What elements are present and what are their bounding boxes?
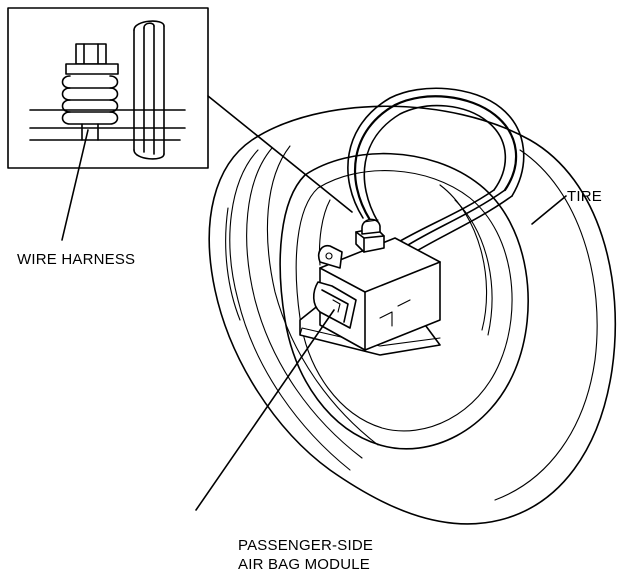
tire-label: TIRE: [567, 188, 602, 205]
tire-leader: [531, 195, 567, 225]
module-label-line1: PASSENGER-SIDE: [238, 537, 374, 554]
detail-inset: [7, 7, 353, 241]
wire-harness-label: WIRE HARNESS: [17, 251, 136, 268]
wire-strap: [347, 87, 525, 259]
module-leader: [195, 309, 335, 511]
airbag-module: [299, 218, 441, 356]
module-label-line2: AIR BAG MODULE: [238, 556, 370, 573]
